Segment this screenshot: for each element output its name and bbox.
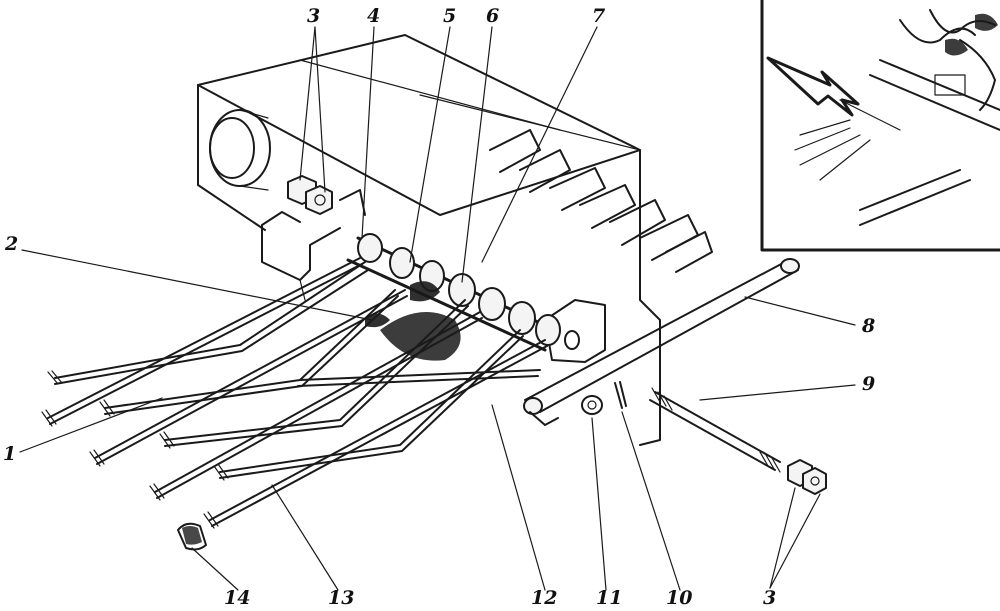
knob xyxy=(177,522,207,551)
rod-9 xyxy=(297,369,541,387)
control-rods xyxy=(41,257,548,529)
callout-5: 5 xyxy=(443,5,456,27)
callout-14: 14 xyxy=(224,587,250,609)
inset-detail-view xyxy=(760,0,1000,252)
rod-8 xyxy=(203,339,548,529)
callout-11: 11 xyxy=(596,587,622,609)
callout-7: 7 xyxy=(592,5,605,27)
lever-hub-shaft xyxy=(346,233,561,361)
rod-2 xyxy=(41,257,363,427)
rod-4 xyxy=(89,289,408,467)
rod-7 xyxy=(213,329,524,481)
callout-9: 9 xyxy=(862,373,875,395)
callout-10: 10 xyxy=(666,587,692,609)
callout-12: 12 xyxy=(531,587,557,609)
stud-bolt xyxy=(649,387,781,473)
rod-1 xyxy=(47,261,369,385)
leader-lines xyxy=(19,26,856,591)
callout-3-upper: 3 xyxy=(307,5,320,27)
callout-1: 1 xyxy=(3,443,16,465)
inset-arrow xyxy=(766,56,860,117)
rod-6 xyxy=(149,311,483,501)
callout-3-lower: 3 xyxy=(763,587,776,609)
cooling-fins xyxy=(489,129,713,273)
cotter-pin xyxy=(614,381,627,409)
rod-5 xyxy=(159,299,469,449)
housing xyxy=(197,34,713,446)
washer xyxy=(581,395,603,415)
nut-lower xyxy=(787,459,827,495)
callout-6: 6 xyxy=(486,5,499,27)
callout-8: 8 xyxy=(861,315,875,337)
boss-cylinder xyxy=(209,109,271,191)
callout-13: 13 xyxy=(328,587,354,609)
rod-3 xyxy=(99,289,399,417)
callout-2: 2 xyxy=(4,233,18,255)
callout-4: 4 xyxy=(367,5,380,27)
nut-upper xyxy=(287,175,333,215)
link-bar xyxy=(523,258,800,426)
callout-labels: 3 4 5 6 7 2 8 9 1 14 13 12 11 10 3 xyxy=(3,5,875,609)
end-plate xyxy=(544,299,606,363)
inset-wiring xyxy=(794,9,1000,226)
